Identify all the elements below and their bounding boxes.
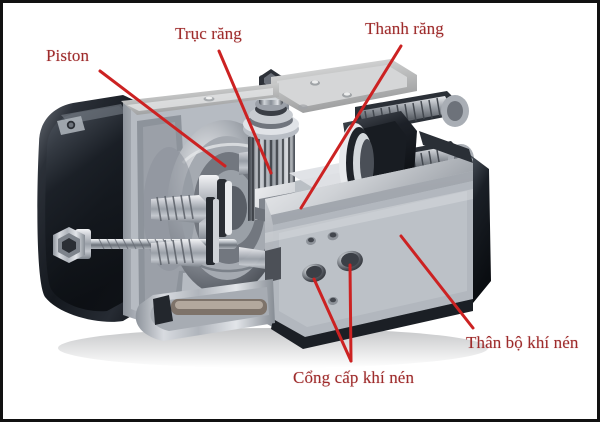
- lower-barrel: [135, 279, 275, 341]
- label-truc-rang: Trục răng: [175, 24, 242, 43]
- label-thanh-rang: Thanh răng: [365, 19, 444, 38]
- label-than-bo-khi-nen: Thân bộ khí nén: [466, 333, 579, 352]
- leader-thanh: [299, 44, 403, 210]
- return-spring-cartridges: [151, 194, 219, 267]
- label-piston: Piston: [46, 46, 90, 65]
- leader-lines-overlay: [98, 44, 475, 363]
- diagram-canvas: Piston Trục răng Thanh răng Thân bộ khí …: [3, 3, 597, 419]
- rear-shell: [419, 131, 491, 303]
- label-cong-cap-khi-nen: Cổng cấp khí nén: [293, 368, 415, 387]
- actuator-illustration: [37, 59, 491, 368]
- leader-cong-b: [348, 263, 353, 363]
- leader-cong-a: [312, 277, 353, 363]
- actuator-body-block: [265, 155, 473, 349]
- leader-truc: [217, 49, 273, 175]
- leader-than: [399, 234, 475, 330]
- leader-piston: [98, 69, 227, 168]
- compressed-air-supply-ports: [302, 231, 363, 306]
